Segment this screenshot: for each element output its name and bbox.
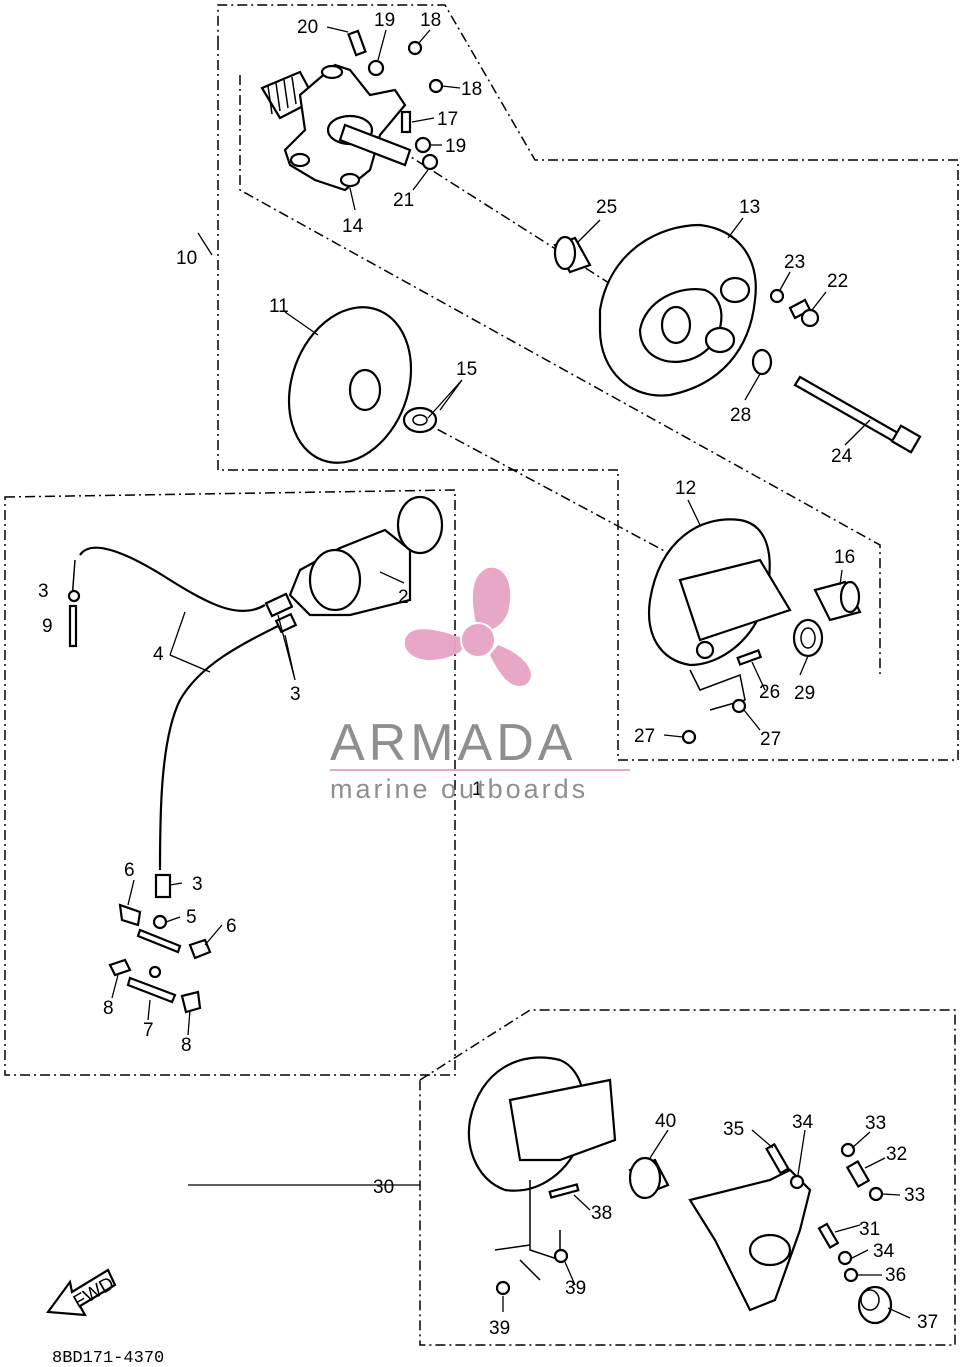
callout-3b: 3 <box>290 684 301 705</box>
callout-8a: 8 <box>103 998 114 1019</box>
callout-7: 7 <box>143 1020 154 1041</box>
flange-part-31 <box>688 1168 812 1312</box>
callout-34a: 34 <box>792 1112 814 1133</box>
callout-27b: 27 <box>760 729 781 750</box>
watermark-brand: ARMADA <box>330 714 576 772</box>
callout-10: 10 <box>176 248 197 269</box>
fasteners-22-23-24-28 <box>751 288 922 454</box>
callout-6b: 6 <box>226 916 237 937</box>
callout-17: 17 <box>437 109 458 130</box>
callout-16: 16 <box>834 547 855 568</box>
callout-19a: 19 <box>374 10 395 31</box>
fasteners-32-33-34-35-36 <box>765 1142 884 1283</box>
sleeve-part-16 <box>813 580 862 622</box>
callout-33a: 33 <box>865 1113 886 1134</box>
clutch-housing-part-13 <box>598 223 757 397</box>
callout-40: 40 <box>655 1111 676 1132</box>
watermark-tagline: marine outboards <box>330 774 588 804</box>
callout-39b: 39 <box>489 1318 510 1339</box>
cable-part-4 <box>67 546 281 871</box>
propeller-blade-top <box>472 567 511 632</box>
callout-25: 25 <box>596 197 617 218</box>
callout-33b: 33 <box>904 1185 925 1206</box>
pin-part-38 <box>548 1183 580 1199</box>
callout-3c: 3 <box>192 874 203 895</box>
callout-27a: 27 <box>634 726 655 747</box>
callout-5: 5 <box>186 907 197 928</box>
armada-watermark: ARMADA marine outboards <box>330 567 630 804</box>
callout-18a: 18 <box>420 10 441 31</box>
callout-30: 30 <box>373 1177 394 1198</box>
callout-12: 12 <box>675 478 696 499</box>
propeller-logo <box>404 567 531 686</box>
roller-part-15 <box>402 406 438 434</box>
callout-26: 26 <box>759 682 780 703</box>
pins-26-27 <box>681 649 763 745</box>
callout-19b: 19 <box>445 136 466 157</box>
bushing-part-40 <box>628 1156 670 1200</box>
callout-11: 11 <box>269 296 289 317</box>
callout-34b: 34 <box>873 1241 895 1262</box>
callout-3a: 3 <box>38 581 49 602</box>
lever-parts-5-6-7-8 <box>108 903 212 1014</box>
leader-lines <box>111 26 911 1319</box>
sliding-sheave-part-11 <box>287 306 413 464</box>
propeller-hub <box>460 622 496 658</box>
callout-20: 20 <box>297 17 318 38</box>
bushing-part-25 <box>553 235 592 274</box>
starter-assembly-part-2 <box>288 495 444 617</box>
assembly-axis-lines <box>239 75 881 675</box>
pins-39 <box>495 1248 569 1296</box>
callout-13: 13 <box>739 197 760 218</box>
callout-32: 32 <box>886 1144 907 1165</box>
callout-29: 29 <box>794 683 815 704</box>
propeller-blade-right <box>490 645 531 686</box>
forward-direction-arrow: FWD <box>45 1268 118 1317</box>
callout-8b: 8 <box>181 1035 192 1056</box>
drive-flange-part-14 <box>260 63 412 192</box>
seal-part-37 <box>857 1285 893 1325</box>
callout-1: 1 <box>472 779 483 800</box>
callout-2: 2 <box>398 587 409 608</box>
callout-24: 24 <box>831 446 853 467</box>
callout-22: 22 <box>827 271 848 292</box>
callout-39a: 39 <box>565 1278 586 1299</box>
callout-35: 35 <box>723 1119 744 1140</box>
cover-assembly-part-30 <box>467 1056 617 1281</box>
callout-labels: 1 2 3 3 3 3 4 5 6 6 7 8 8 9 10 11 12 13 … <box>38 10 938 1339</box>
callout-37: 37 <box>917 1312 938 1333</box>
callout-15: 15 <box>456 359 477 380</box>
callout-38: 38 <box>591 1203 612 1224</box>
callout-23: 23 <box>784 252 805 273</box>
callout-36: 36 <box>885 1265 906 1286</box>
seal-part-29 <box>792 618 824 658</box>
group-boundaries <box>4 4 959 1346</box>
callout-6a: 6 <box>124 860 135 881</box>
callout-28: 28 <box>730 405 751 426</box>
callout-9: 9 <box>42 616 53 637</box>
callout-14: 14 <box>342 216 364 237</box>
callout-31: 31 <box>859 1219 880 1240</box>
callout-4: 4 <box>153 644 164 665</box>
small-fasteners-top <box>347 29 444 171</box>
propeller-blade-left <box>404 629 468 661</box>
callout-21: 21 <box>393 190 414 211</box>
callout-18b: 18 <box>461 79 482 100</box>
drawing-code: 8BD171-4370 <box>52 1349 164 1367</box>
